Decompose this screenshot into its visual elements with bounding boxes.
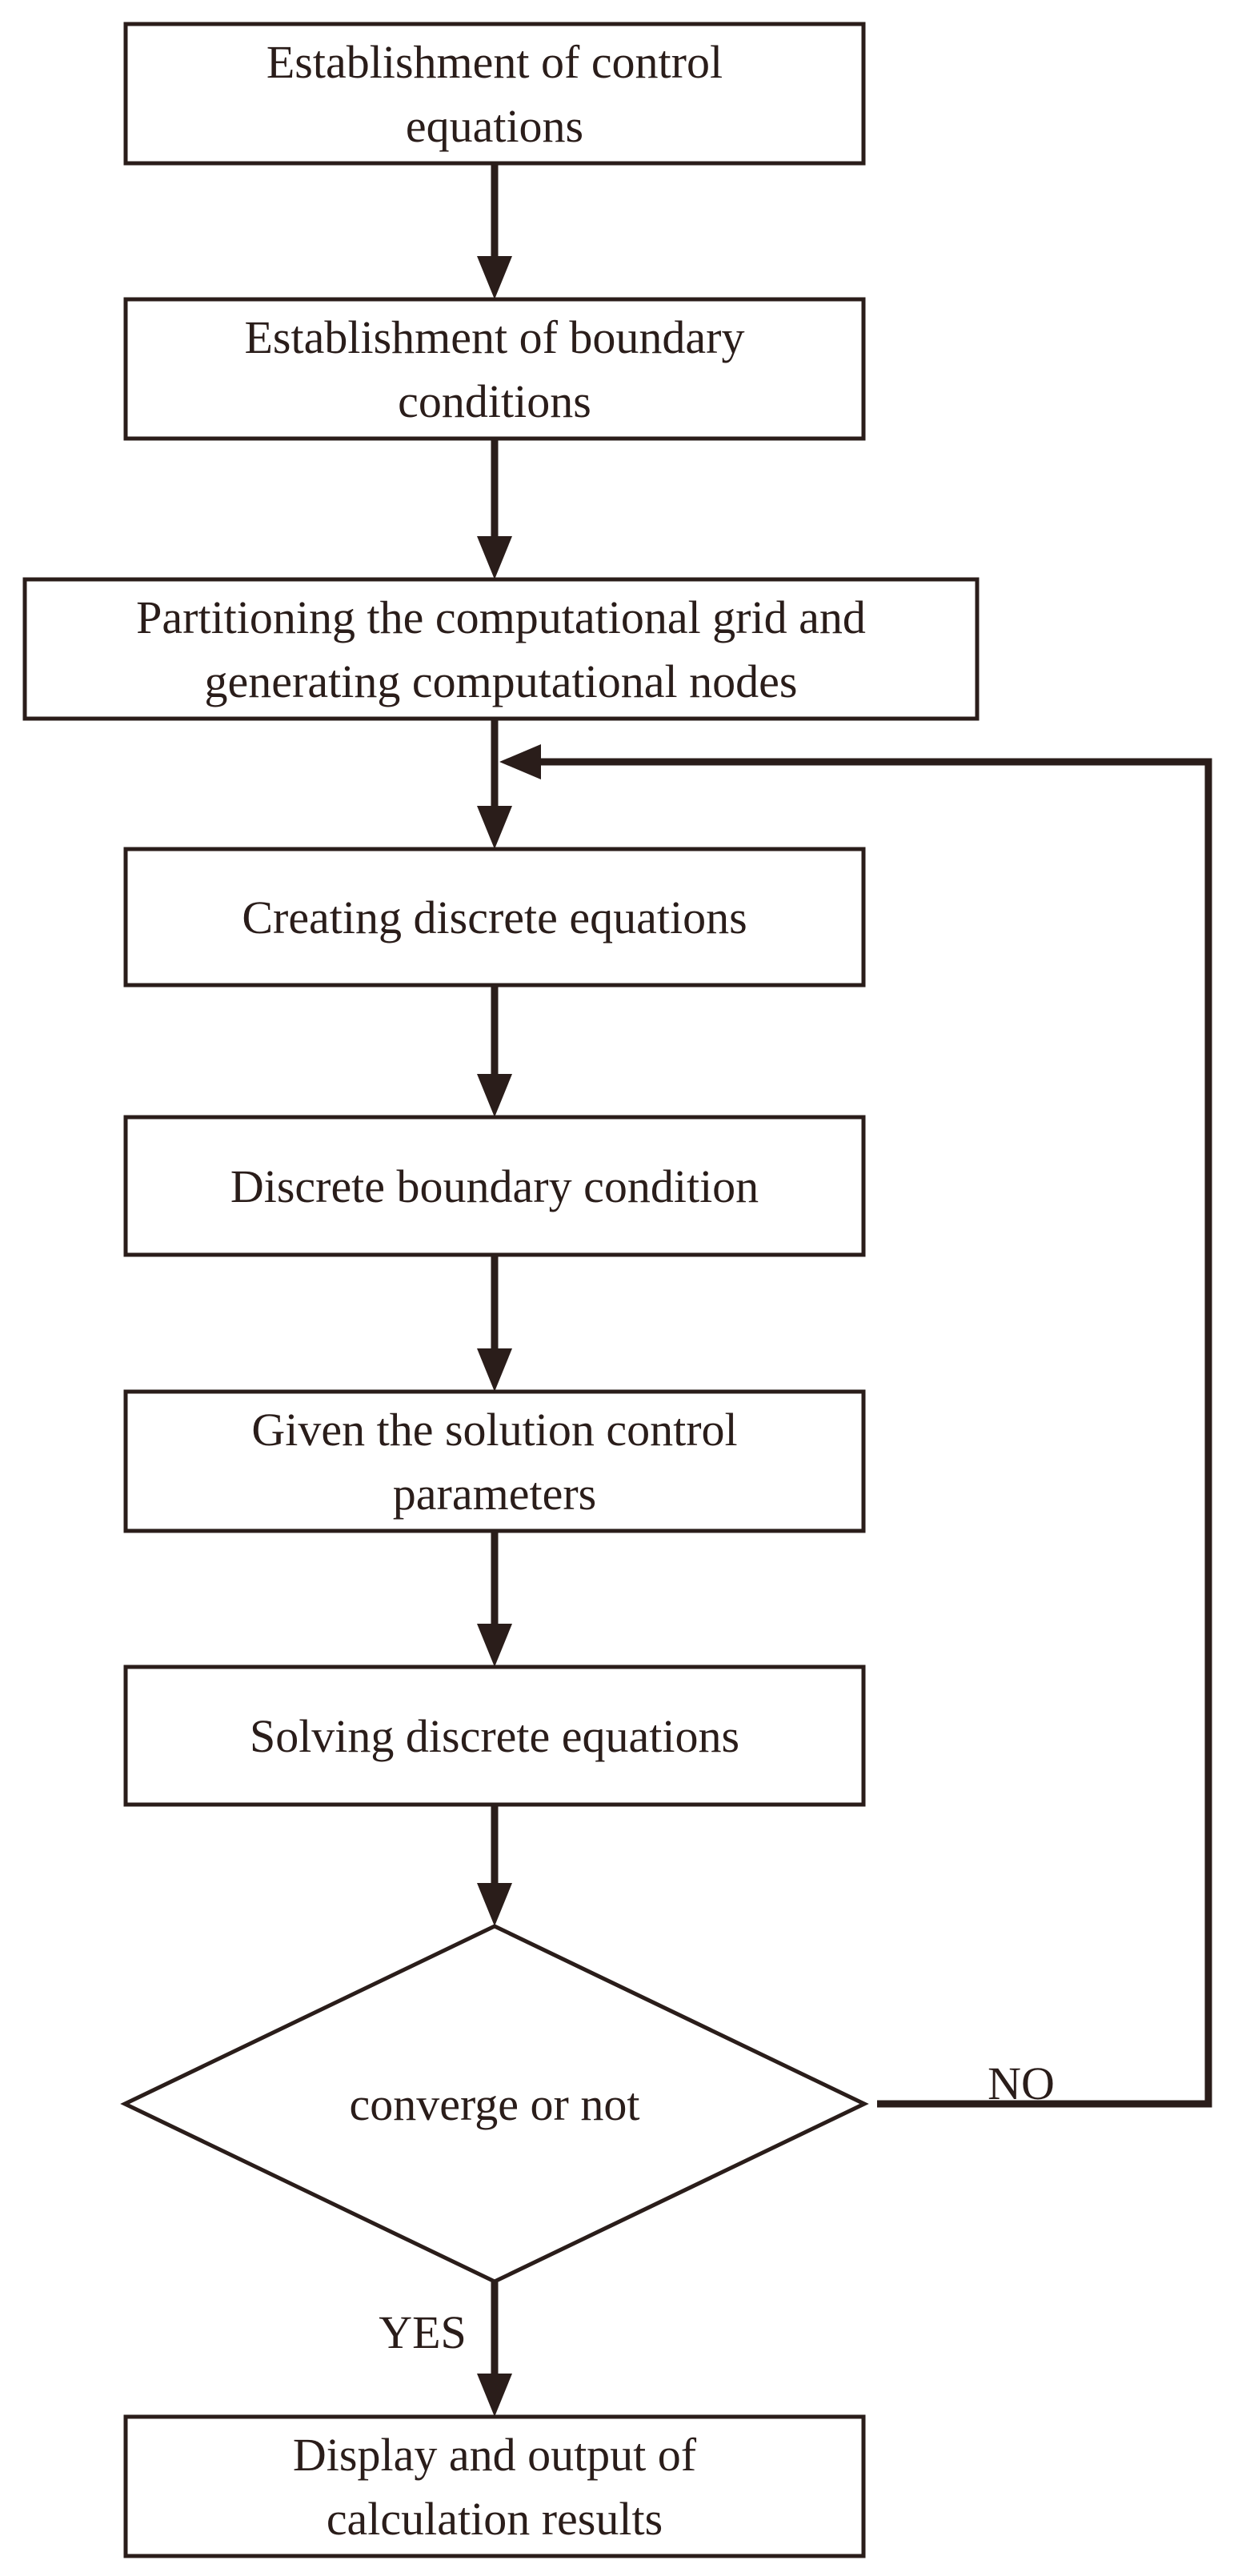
arrow-6-to-7-head — [477, 1624, 512, 1667]
loop-back-arrowhead — [499, 744, 541, 779]
arrow-4-to-5-head — [477, 1074, 512, 1117]
step-discrete-equations-label-line-1: Creating discrete equations — [242, 891, 747, 943]
step-boundary-conditions-label-line-1: Establishment of boundary — [244, 311, 744, 363]
step-discrete-boundary-label-line-1: Discrete boundary condition — [230, 1160, 759, 1212]
step-output-label-line-1: Display and output of — [293, 2429, 697, 2481]
step-grid-partition-label-line-2: generating computational nodes — [205, 655, 798, 707]
step-output-label-line-2: calculation results — [327, 2493, 663, 2545]
arrow-3-to-4-head — [477, 806, 512, 849]
loop-back-line — [536, 758, 1212, 2108]
arrow-decision-to-output-head — [477, 2374, 512, 2417]
no-branch-label: NO — [988, 2057, 1055, 2109]
step-grid-partition-box — [22, 577, 980, 721]
decision-label-line-1: converge or not — [350, 2078, 640, 2130]
yes-branch-label: YES — [379, 2306, 467, 2358]
arrow-1-to-2-head — [477, 256, 512, 299]
step-grid-partition-label-line-1: Partitioning the computational grid and — [136, 591, 866, 643]
arrow-2-to-3-head — [477, 536, 512, 579]
step-control-equations-label-line-1: Establishment of control — [266, 36, 723, 88]
step-boundary-conditions-label-line-2: conditions — [398, 375, 591, 427]
arrow-5-to-6-head — [477, 1348, 512, 1392]
step-solve-label-line-1: Solving discrete equations — [250, 1710, 739, 1762]
step-control-equations-label-line-2: equations — [406, 100, 583, 152]
arrow-solve-to-decision-head — [477, 1883, 512, 1926]
step-control-parameters-label-line-2: parameters — [393, 1468, 596, 1520]
step-control-parameters-label-line-1: Given the solution control — [251, 1404, 737, 1456]
